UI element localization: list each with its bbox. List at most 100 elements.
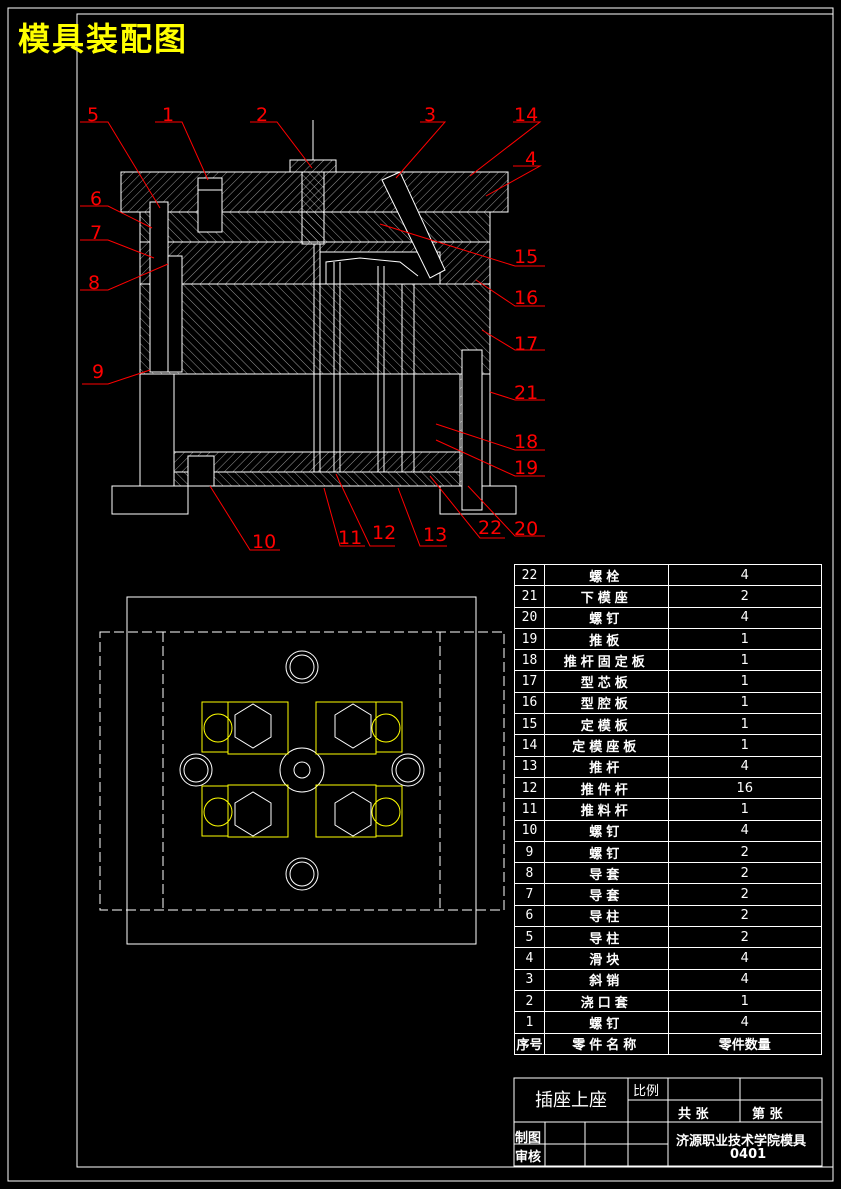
bom-quantity: 1 xyxy=(667,627,823,651)
bom-number: 19 xyxy=(514,627,545,651)
plan-wide xyxy=(99,631,505,911)
bom-part-name: 螺钉 xyxy=(543,840,669,864)
guide-pillar xyxy=(149,201,169,373)
bom-quantity: 2 xyxy=(667,840,823,864)
spacer-left xyxy=(139,373,175,487)
plan-view xyxy=(99,596,505,945)
bom-part-name: 导套 xyxy=(543,862,669,885)
bom-quantity: 1 xyxy=(667,798,823,821)
bom-quantity: 1 xyxy=(667,670,823,693)
scale-label: 比例 xyxy=(633,1084,660,1099)
product-outline xyxy=(227,784,289,838)
bom-part-name: 浇口套 xyxy=(543,989,669,1013)
product-outline xyxy=(227,701,289,755)
bom-number: 2 xyxy=(514,989,545,1013)
callout-19: 19 xyxy=(514,457,538,479)
title-block-lines xyxy=(513,1077,823,1167)
bom-number: 11 xyxy=(514,798,545,821)
callout-22: 22 xyxy=(478,517,502,539)
bom-part-name: 螺栓 xyxy=(543,563,669,587)
hex-boss xyxy=(234,703,272,749)
bom-number: 17 xyxy=(514,670,545,693)
slider xyxy=(375,785,403,837)
bom-number: 16 xyxy=(514,691,545,715)
ejector-retainer-plate xyxy=(173,451,461,473)
bom-part-name: 斜销 xyxy=(543,968,669,991)
bom-number: 7 xyxy=(514,883,545,906)
bom-quantity: 2 xyxy=(667,883,823,906)
bom-part-name: 推杆 xyxy=(543,755,669,778)
bom-number: 14 xyxy=(514,734,545,757)
bom-header-quantity: 零件数量 xyxy=(667,1032,823,1055)
slider xyxy=(375,701,403,753)
bom-part-name: 型芯板 xyxy=(543,670,669,693)
section-view xyxy=(111,120,517,515)
bom-number: 22 xyxy=(514,563,545,587)
callout-4: 4 xyxy=(525,148,537,170)
bom-quantity: 2 xyxy=(667,926,823,949)
guide-hole xyxy=(391,753,425,787)
guide-hole xyxy=(285,650,319,684)
hex-boss xyxy=(234,791,272,837)
bom-quantity: 1 xyxy=(667,649,823,672)
bom-quantity: 4 xyxy=(667,819,823,842)
callout-9: 9 xyxy=(92,361,104,383)
bom-quantity: 2 xyxy=(667,585,823,608)
bom-part-name: 定模座板 xyxy=(543,734,669,757)
bom-number: 3 xyxy=(514,968,545,991)
bom-number: 13 xyxy=(514,755,545,778)
leader-lines xyxy=(80,121,545,551)
bom-part-name: 螺钉 xyxy=(543,1011,669,1034)
bom-quantity: 1 xyxy=(667,713,823,736)
bom-part-name: 定模板 xyxy=(543,713,669,736)
callout-20: 20 xyxy=(514,518,538,540)
bom-quantity: 4 xyxy=(667,563,823,587)
bom-quantity: 4 xyxy=(667,968,823,991)
hex-boss xyxy=(334,703,372,749)
bom-part-name: 下模座 xyxy=(543,585,669,608)
bom-number: 4 xyxy=(514,947,545,970)
screw-1 xyxy=(197,177,223,233)
school-name: 济源职业技术学院模具 xyxy=(676,1134,807,1149)
part-name: 插座上座 xyxy=(535,1090,607,1111)
total-sheets: 共 张 xyxy=(678,1107,709,1122)
bom-number: 15 xyxy=(514,713,545,736)
bom-part-name: 推料杆 xyxy=(543,798,669,821)
sprue-bushing xyxy=(301,171,325,245)
callout-8: 8 xyxy=(88,272,100,294)
bom-quantity: 4 xyxy=(667,606,823,629)
core-plate xyxy=(139,283,491,375)
bom-quantity: 1 xyxy=(667,691,823,715)
bolt-22 xyxy=(461,349,483,511)
bom-quantity: 2 xyxy=(667,862,823,885)
callout-18: 18 xyxy=(514,431,538,453)
callout-17: 17 xyxy=(514,333,538,355)
screw-10 xyxy=(187,455,215,487)
drawn-by-label: 制图 xyxy=(515,1131,542,1146)
product-profile xyxy=(325,257,419,284)
bom-number: 12 xyxy=(514,776,545,800)
bom-quantity: 4 xyxy=(667,947,823,970)
sheet-number: 第 张 xyxy=(752,1107,783,1122)
bom-part-name: 推杆固定板 xyxy=(543,649,669,672)
bom-quantity: 4 xyxy=(667,755,823,778)
